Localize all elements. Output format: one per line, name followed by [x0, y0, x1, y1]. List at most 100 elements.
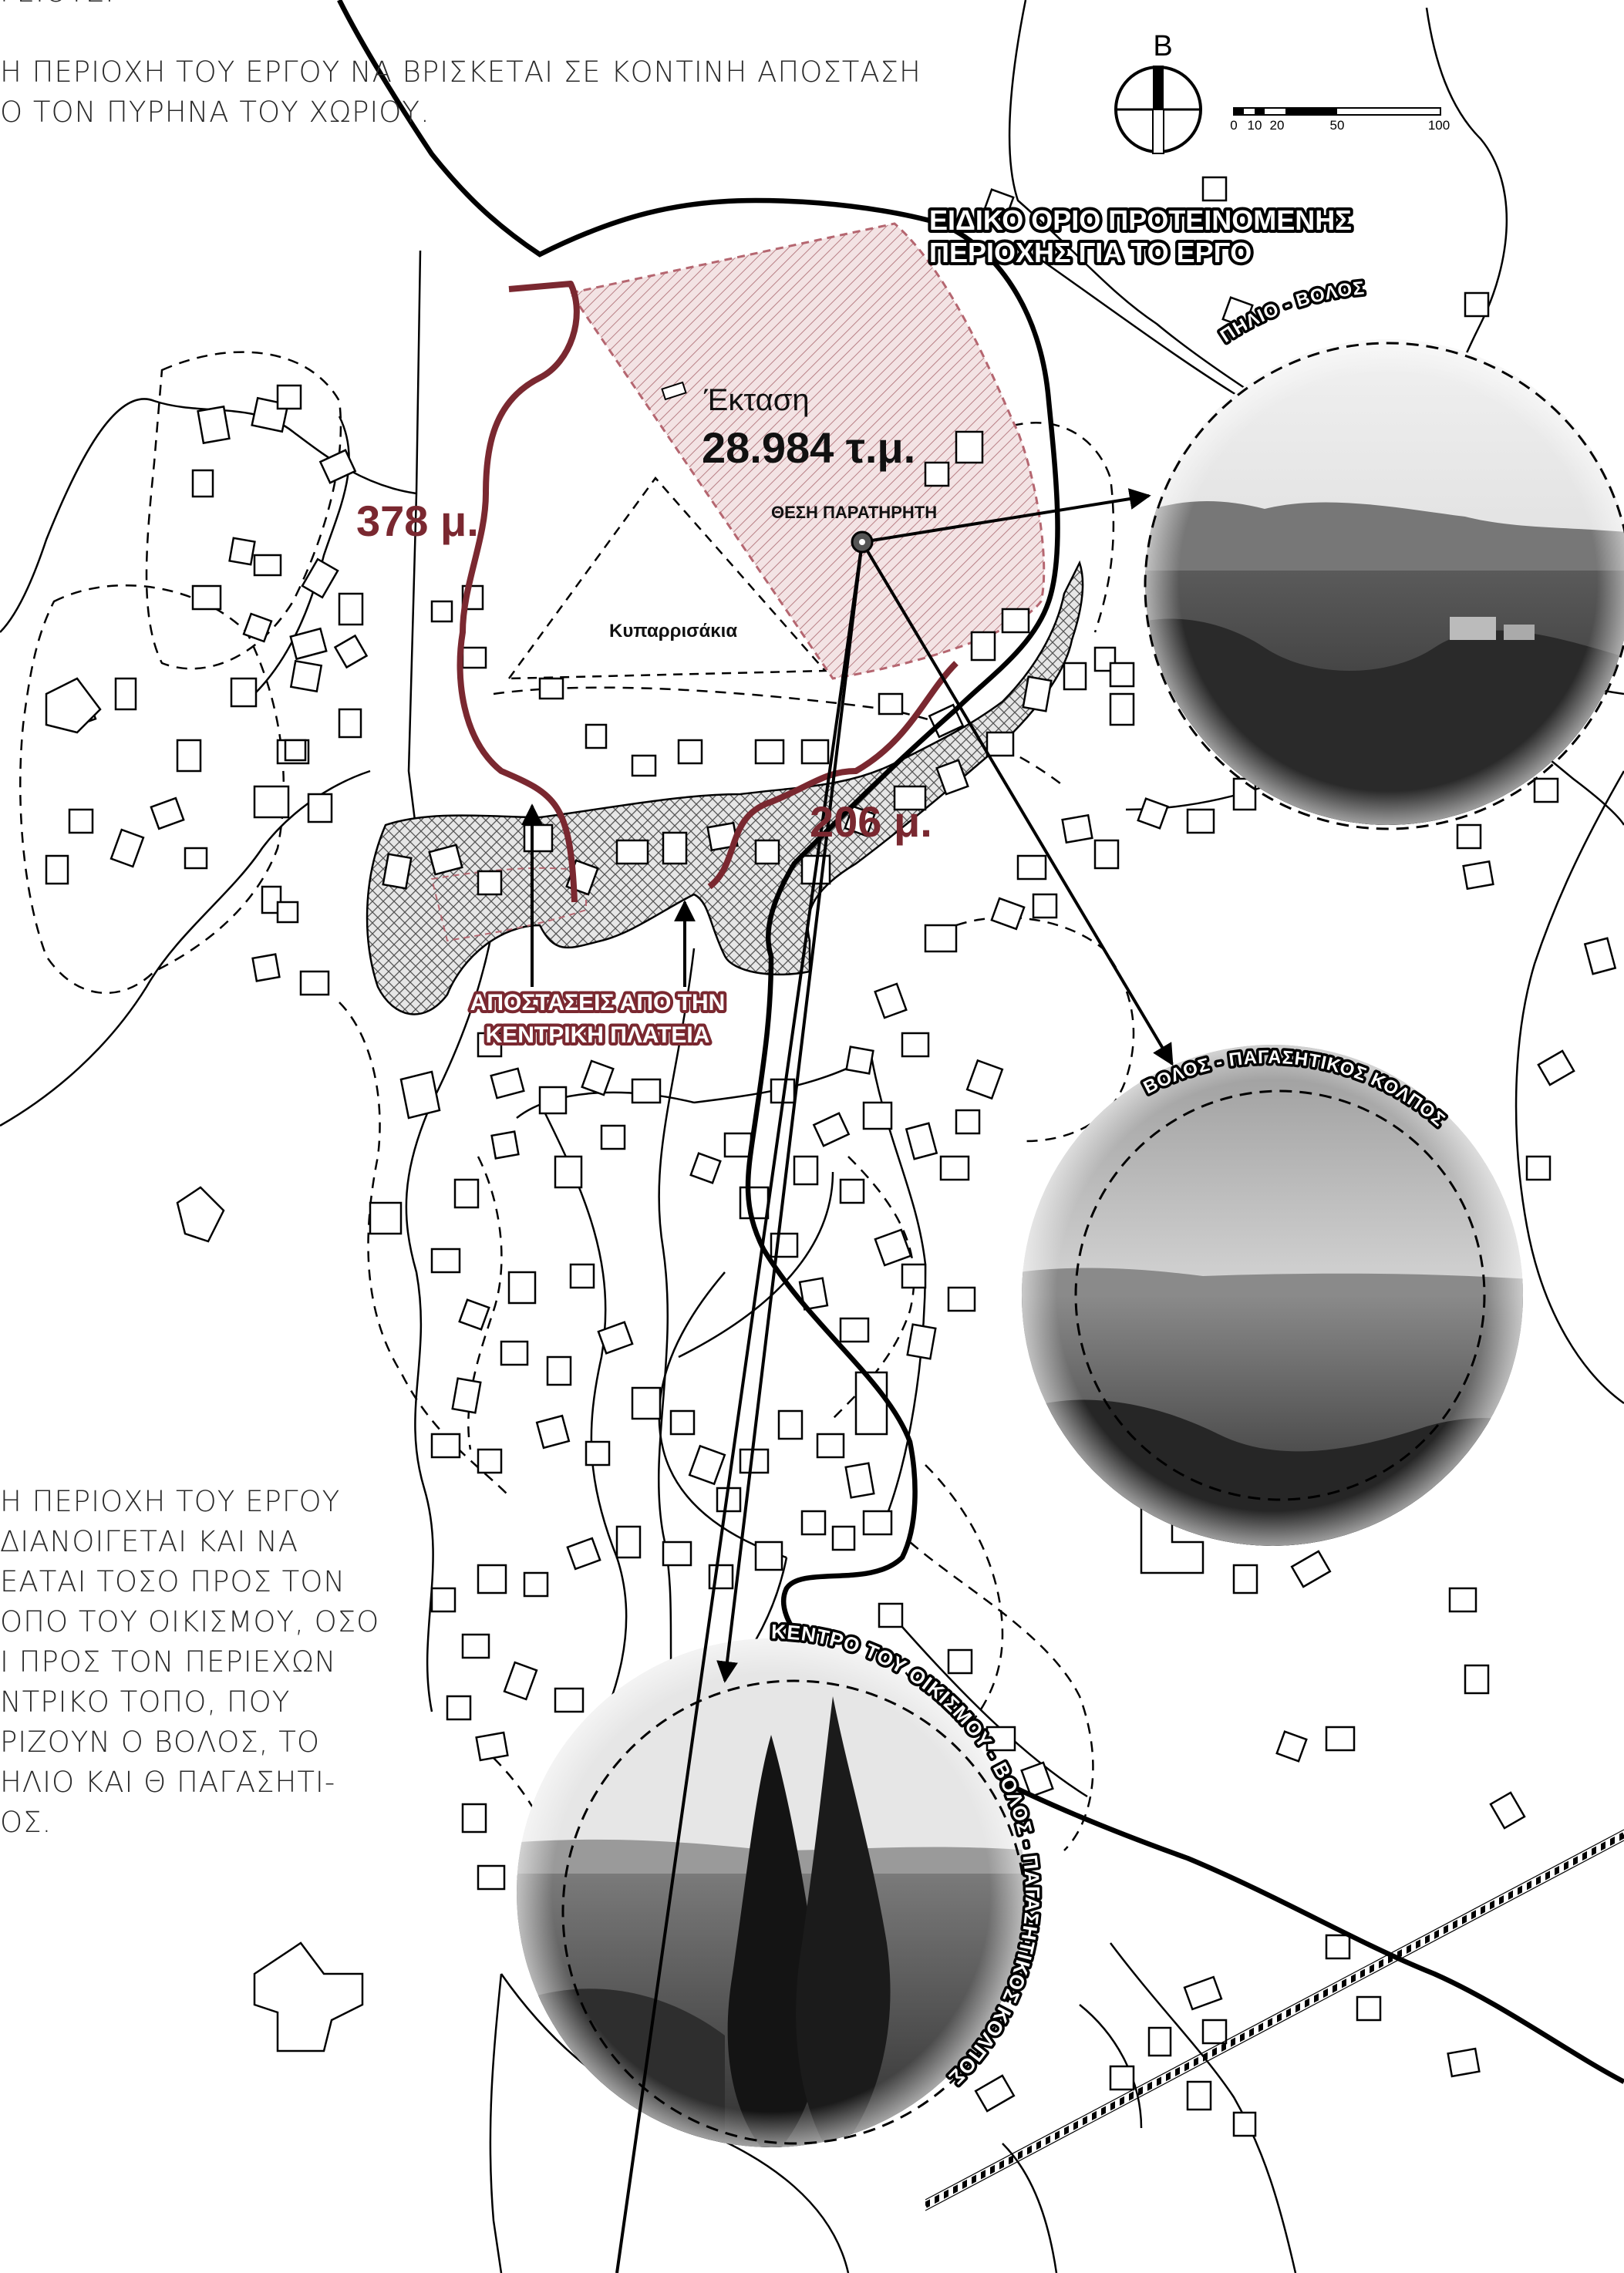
building: [500, 1340, 529, 1366]
building: [1109, 692, 1135, 726]
building: [333, 634, 369, 669]
scale-tick-20: 20: [1270, 118, 1285, 133]
building: [965, 1059, 1004, 1100]
building: [1356, 1995, 1382, 2022]
building: [631, 754, 657, 777]
building: [253, 554, 282, 577]
building: [947, 1286, 976, 1312]
building: [1456, 823, 1482, 850]
building: [1093, 839, 1120, 870]
building: [1201, 176, 1228, 202]
building: [1464, 291, 1490, 318]
building: [1275, 1730, 1308, 1763]
building: [739, 1186, 770, 1220]
building: [1325, 1726, 1356, 1752]
building: [1448, 1587, 1477, 1613]
distance-left-label: 378 μ.: [356, 497, 479, 545]
square-label-line2: ΚΕΝΤΡΙΚΗ ΠΛΑΤΕΙΑ: [486, 1022, 710, 1048]
view-photo-3: [517, 1638, 1027, 2147]
building: [677, 739, 703, 765]
building: [490, 1067, 525, 1099]
boundary-label-line1: ΕΙΔΙΚΟ ΟΡΙΟ ΠΡΟΤΕΙΝΟΜΕΝΗΣ: [929, 204, 1352, 236]
building: [615, 1525, 642, 1559]
building: [110, 828, 145, 868]
building: [1147, 2026, 1172, 2057]
observation-point-label: ΘΕΣΗ ΠΑΡΑΤΗΡΗΤΗ: [771, 503, 937, 522]
north-arrow: B: [1114, 30, 1202, 154]
building: [289, 627, 328, 661]
building: [554, 1687, 585, 1713]
building: [230, 677, 258, 708]
building: [461, 1633, 490, 1659]
building: [1020, 1761, 1054, 1798]
building: [369, 1201, 403, 1235]
building: [458, 1298, 490, 1331]
building: [1032, 893, 1058, 919]
building: [477, 1032, 503, 1058]
building: [430, 1587, 457, 1613]
building: [754, 839, 780, 865]
building: [688, 1444, 726, 1486]
building: [905, 1122, 938, 1160]
building: [490, 1130, 520, 1160]
building: [862, 1101, 893, 1130]
building: [251, 953, 281, 982]
building: [535, 1414, 571, 1450]
project-area: [568, 222, 1046, 680]
building: [955, 1109, 981, 1135]
building: [901, 1032, 930, 1058]
building: [45, 677, 102, 734]
building: [800, 739, 830, 765]
view-lines: [615, 488, 1174, 2273]
building: [399, 1070, 441, 1120]
building: [1290, 1550, 1332, 1588]
building: [1533, 777, 1559, 803]
square-label-line1: ΑΠΟΣΤΑΣΕΙΣ ΑΠΟ ΤΗΝ: [470, 990, 726, 1015]
building: [253, 1941, 364, 2052]
building: [453, 1178, 480, 1209]
building: [990, 897, 1026, 931]
building: [503, 1661, 538, 1701]
building: [1016, 854, 1047, 881]
square-label: ΑΠΟΣΤΑΣΕΙΣ ΑΠΟ ΤΗΝ ΚΕΝΤΡΙΚΗ ΠΛΑΤΕΙΑ: [467, 987, 729, 1051]
view-photo-1: [1144, 339, 1624, 830]
building: [754, 1541, 783, 1571]
view-photo-2: [1022, 1045, 1523, 1546]
building: [901, 1263, 927, 1289]
building: [228, 537, 256, 566]
north-arrow-letter: B: [1153, 30, 1172, 62]
building: [982, 188, 1015, 221]
building: [754, 739, 785, 765]
building: [844, 805, 876, 837]
building: [689, 1152, 722, 1184]
building: [461, 1803, 487, 1834]
building: [477, 1864, 506, 1891]
building: [585, 1440, 611, 1467]
building: [554, 1155, 583, 1189]
building: [581, 1059, 615, 1096]
railway: [924, 1832, 1624, 2208]
scale-tick-0: 0: [1230, 118, 1237, 133]
building: [1489, 1791, 1526, 1830]
building: [299, 970, 330, 996]
building: [477, 870, 503, 896]
building: [289, 659, 323, 693]
building: [939, 1155, 970, 1181]
building: [1447, 2047, 1481, 2078]
building: [261, 885, 282, 914]
area-value: 28.984 τ.μ.: [702, 423, 915, 472]
building: [798, 1277, 829, 1311]
building: [874, 982, 908, 1019]
building: [878, 1602, 904, 1628]
building: [739, 1448, 770, 1474]
building: [1462, 860, 1494, 891]
building: [307, 793, 333, 823]
building: [974, 2074, 1016, 2113]
building: [1061, 813, 1093, 844]
building: [662, 831, 688, 865]
building: [631, 1386, 662, 1420]
area-title: Έκταση: [703, 383, 810, 417]
building: [662, 1541, 692, 1567]
building: [1537, 1049, 1575, 1086]
